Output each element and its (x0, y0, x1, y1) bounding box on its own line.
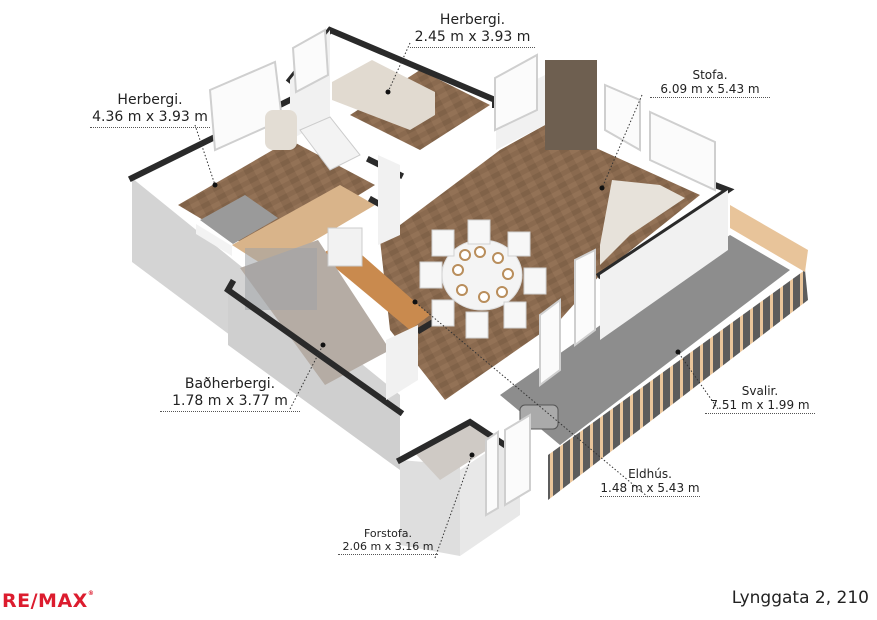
svalir-floor (500, 235, 790, 445)
room-label-badherbergi: Baðherbergi. 1.78 m x 3.77 m (160, 376, 300, 412)
room-dimensions: 2.45 m x 3.93 m (410, 29, 535, 48)
room-dimensions: 1.78 m x 3.77 m (160, 393, 300, 412)
leader-lines (194, 42, 719, 559)
room-name: Herbergi. (117, 92, 183, 108)
hallway-floor (232, 185, 375, 268)
registered-mark: ® (87, 590, 95, 597)
furniture (196, 60, 685, 339)
room-label-forstofa: Forstofa. 2.06 m x 3.16 m (338, 527, 438, 555)
shower-glass (245, 248, 317, 310)
room-label-eldhus: Eldhús. 1.48 m x 5.43 m (600, 467, 700, 497)
anchor-dots (212, 89, 681, 458)
room-name: Herbergi. (439, 12, 506, 28)
room-name: Forstofa. (363, 527, 413, 540)
room-name: Svalir. (741, 384, 779, 398)
room-dimensions: 6.09 m x 5.43 m (650, 82, 770, 98)
railing-side (730, 205, 808, 272)
property-address: Lynggata 2, 210 (731, 588, 869, 608)
remax-logo: RE/MAX® (2, 590, 94, 612)
room-dimensions: 1.48 m x 5.43 m (600, 481, 700, 497)
room-name: Stofa. (692, 68, 728, 82)
room-label-svalir: Svalir. 7.51 m x 1.99 m (705, 384, 815, 414)
room-label-herbergi-2: Herbergi. 4.36 m x 3.93 m (90, 92, 210, 128)
room-name: Baðherbergi. (184, 376, 276, 392)
room-label-stofa: Stofa. 6.09 m x 5.43 m (650, 68, 770, 98)
brand-text: RE/MAX (2, 590, 88, 612)
room-dimensions: 7.51 m x 1.99 m (705, 398, 815, 414)
room-label-herbergi-1: Herbergi. 2.45 m x 3.93 m (410, 12, 535, 48)
railing-front (548, 270, 808, 500)
room-dimensions: 2.06 m x 3.16 m (338, 540, 438, 555)
windows (208, 28, 716, 517)
room-name: Eldhús. (628, 467, 672, 481)
forstofa-floor (412, 420, 495, 480)
room-dimensions: 4.36 m x 3.93 m (90, 109, 210, 128)
